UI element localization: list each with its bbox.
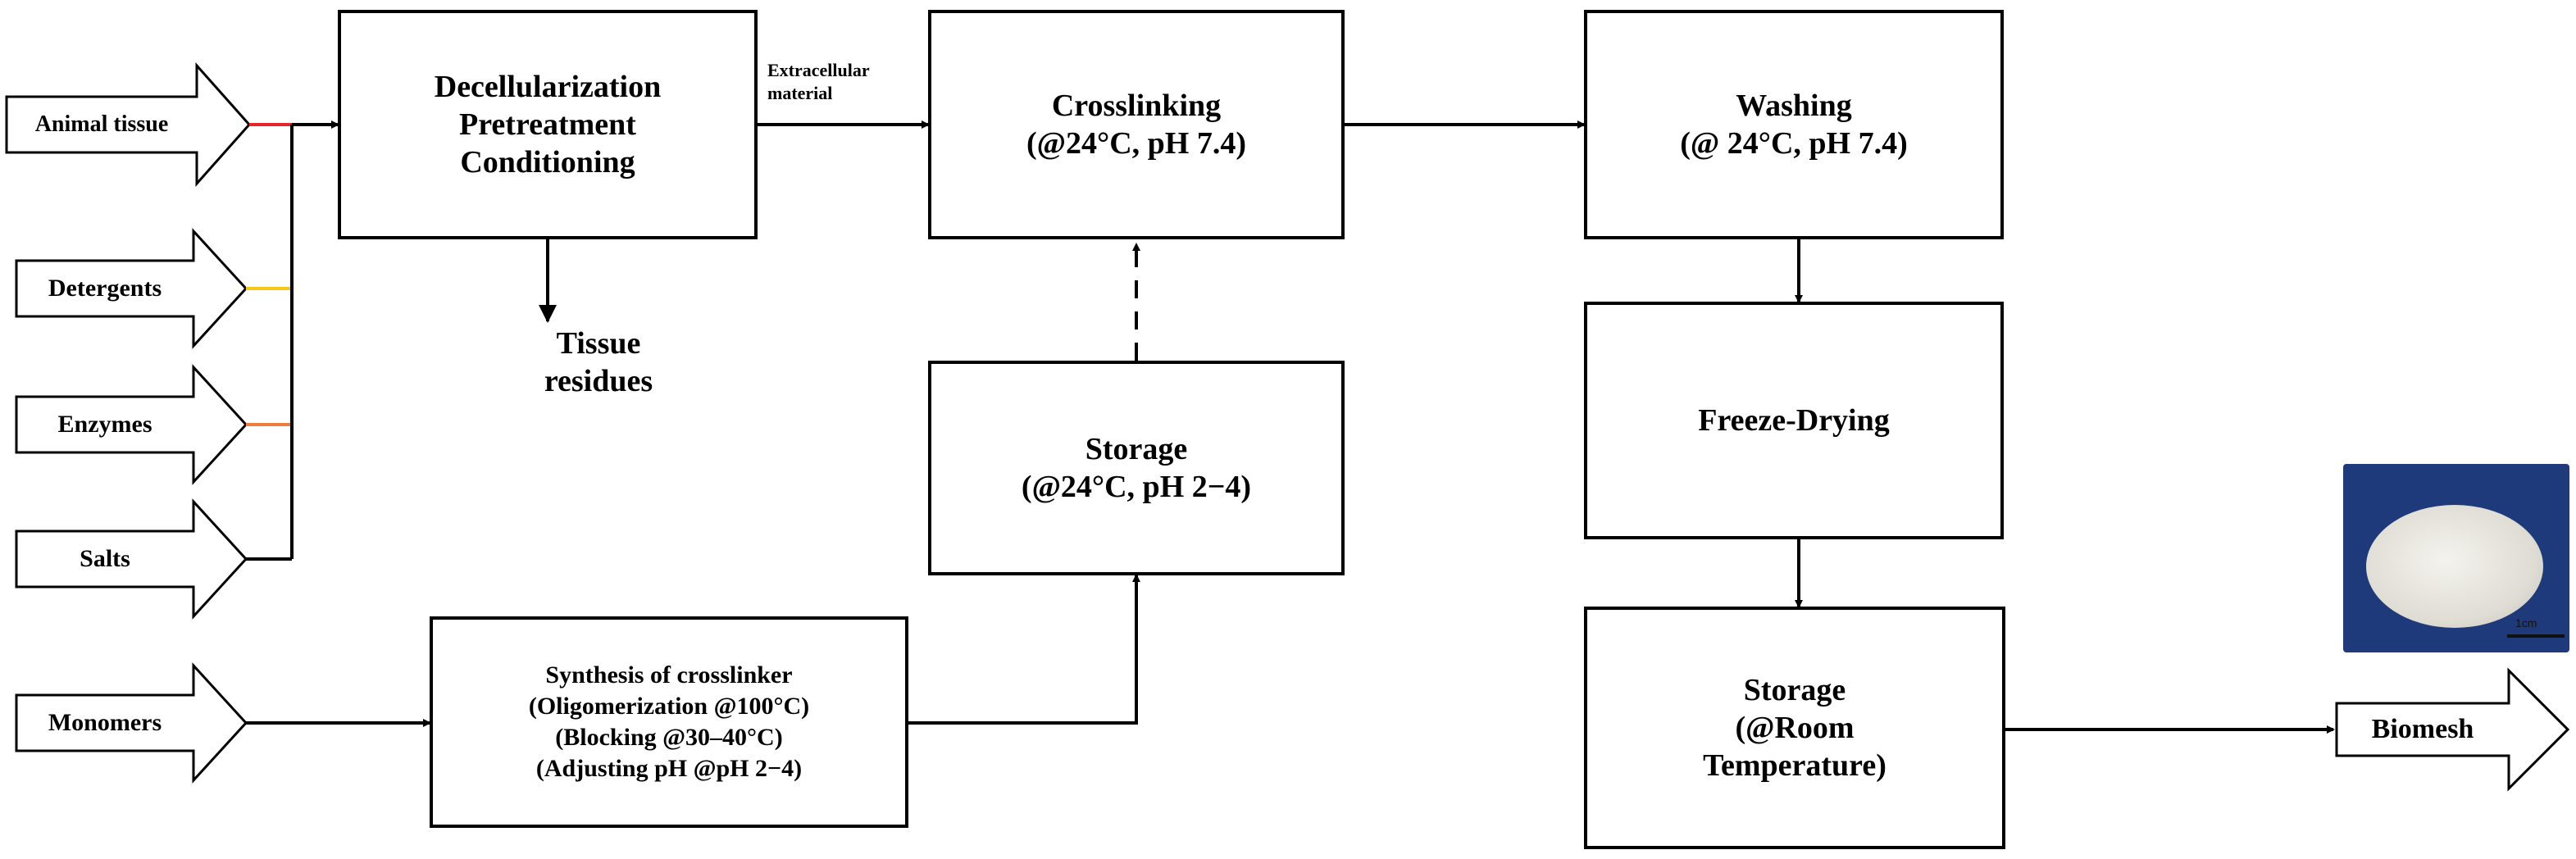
tissue-residues-label: Tissue residues (492, 325, 705, 400)
detergents-arrow-shape (15, 228, 248, 349)
salts-arrow-shape (15, 498, 248, 620)
synthesis-crosslinker-box: Synthesis of crosslinker (Oligomerizatio… (430, 616, 908, 828)
biomesh-photo: 1cm (2343, 464, 2569, 652)
storage-acidic-box: Storage (@24°C, pH 2−4) (928, 361, 1345, 575)
tissue-residues-line-2: residues (544, 364, 653, 398)
salts-text: Salts (80, 545, 130, 572)
synthesis-step-1: (Oligomerization @100°C) (528, 693, 810, 720)
storage-room-line-2: (@Room (1735, 711, 1855, 745)
extracellular-material-label: Extracellular material (767, 59, 923, 105)
biomesh-arrow-shape (2335, 667, 2570, 792)
enzymes-text: Enzymes (57, 411, 152, 438)
synthesis-title: Synthesis of crosslinker (545, 661, 793, 689)
biomesh-text: Biomesh (2371, 714, 2474, 744)
storage-acidic-title: Storage (1085, 432, 1188, 466)
freeze-drying-title: Freeze-Drying (1698, 403, 1890, 438)
crosslinking-conditions: (@24°C, pH 7.4) (1026, 126, 1246, 161)
synthesis-step-2: (Blocking @30–40°C) (555, 724, 783, 751)
synthesis-to-storage-arrow (908, 574, 1140, 725)
monomers-text: Monomers (48, 709, 162, 736)
storage-room-temperature-box: Storage (@Room Temperature) (1584, 607, 2005, 849)
synthesis-step-3: (Adjusting pH @pH 2−4) (535, 755, 803, 782)
storage-acidic-conditions: (@24°C, pH 2−4) (1021, 470, 1252, 504)
storage-room-title: Storage (1743, 673, 1846, 707)
salts-label: Salts (16, 531, 193, 587)
extracellular-line-1: Extracellular (767, 60, 870, 80)
enzymes-arrow-shape (15, 364, 248, 485)
detergents-label: Detergents (16, 261, 193, 316)
tissue-residues-line-1: Tissue (556, 326, 641, 361)
monomers-arrow-shape (15, 662, 248, 784)
washing-box: Washing (@ 24°C, pH 7.4) (1584, 10, 2004, 239)
washing-title: Washing (1736, 89, 1852, 123)
decell-line-3: Conditioning (460, 145, 635, 180)
animal-tissue-label: Animal tissue (7, 97, 197, 152)
biomesh-label: Biomesh (2337, 703, 2509, 756)
storage-room-line-3: Temperature) (1703, 748, 1886, 783)
animal-tissue-arrow-shape (5, 62, 252, 187)
monomers-label: Monomers (16, 695, 193, 751)
enzymes-label: Enzymes (16, 397, 193, 452)
detergents-text: Detergents (48, 275, 162, 302)
scale-bar (2507, 634, 2565, 638)
washing-conditions: (@ 24°C, pH 7.4) (1680, 126, 1908, 161)
scale-bar-label: 1cm (2515, 616, 2537, 629)
animal-tissue-text: Animal tissue (34, 111, 169, 137)
extracellular-line-2: material (767, 83, 833, 103)
freeze-drying-box: Freeze-Drying (1584, 302, 2004, 539)
crosslinking-title: Crosslinking (1051, 89, 1222, 123)
crosslinking-box: Crosslinking (@24°C, pH 7.4) (928, 10, 1345, 239)
biomesh-sample-disc (2366, 505, 2543, 628)
decellularization-box: Decellularization Pretreatment Condition… (338, 10, 758, 239)
decell-line-1: Decellularization (434, 70, 662, 104)
decell-line-2: Pretreatment (459, 107, 636, 142)
